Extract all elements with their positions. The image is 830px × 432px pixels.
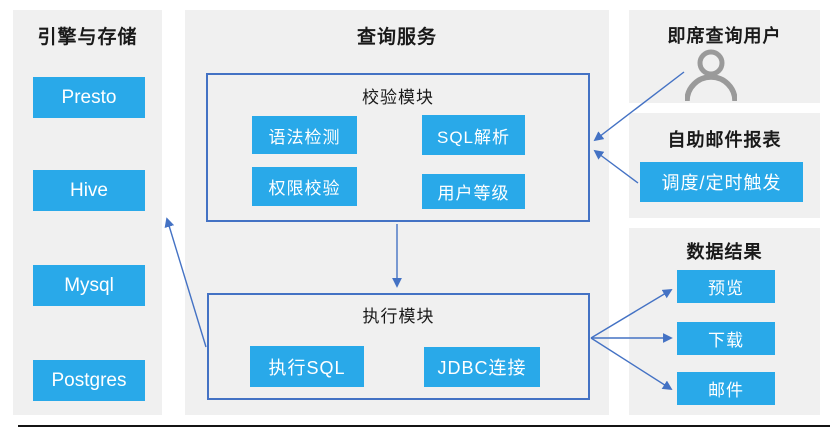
user-icon bbox=[685, 49, 737, 102]
validation-module-box: 校验模块 语法检测 SQL解析 权限校验 用户等级 bbox=[206, 73, 590, 222]
node-schedule-trigger: 调度/定时触发 bbox=[640, 162, 803, 202]
node-hive: Hive bbox=[33, 170, 145, 211]
adhoc-user-title: 即席查询用户 bbox=[667, 26, 782, 46]
node-sql-parse: SQL解析 bbox=[422, 115, 525, 155]
email-report-title: 自助邮件报表 bbox=[667, 130, 782, 150]
email-report-panel: 自助邮件报表 调度/定时触发 bbox=[629, 113, 820, 218]
engines-storage-panel: 引擎与存储 Presto Hive Mysql Postgres bbox=[13, 10, 162, 415]
data-result-title: 数据结果 bbox=[686, 242, 763, 262]
node-permission-check: 权限校验 bbox=[252, 167, 357, 206]
node-download: 下载 bbox=[677, 322, 775, 355]
execution-module-box: 执行模块 执行SQL JDBC连接 bbox=[207, 293, 590, 400]
node-execute-sql: 执行SQL bbox=[250, 346, 364, 387]
node-postgres: Postgres bbox=[33, 360, 145, 401]
node-mysql: Mysql bbox=[33, 265, 145, 306]
node-preview: 预览 bbox=[677, 270, 775, 303]
data-result-panel: 数据结果 预览 下载 邮件 bbox=[629, 228, 820, 415]
adhoc-user-panel: 即席查询用户 bbox=[629, 10, 820, 103]
node-user-level: 用户等级 bbox=[422, 174, 525, 209]
query-service-panel: 查询服务 校验模块 语法检测 SQL解析 权限校验 用户等级 执行模块 执行SQ… bbox=[185, 10, 609, 415]
node-jdbc-connection: JDBC连接 bbox=[424, 347, 540, 387]
bottom-border-line bbox=[18, 425, 830, 427]
engines-storage-title: 引擎与存储 bbox=[37, 27, 138, 48]
validation-module-title: 校验模块 bbox=[362, 88, 434, 107]
node-email: 邮件 bbox=[677, 372, 775, 405]
execution-module-title: 执行模块 bbox=[362, 307, 435, 326]
node-presto: Presto bbox=[33, 77, 145, 118]
node-syntax-check: 语法检测 bbox=[252, 116, 357, 154]
query-service-title: 查询服务 bbox=[356, 27, 437, 48]
